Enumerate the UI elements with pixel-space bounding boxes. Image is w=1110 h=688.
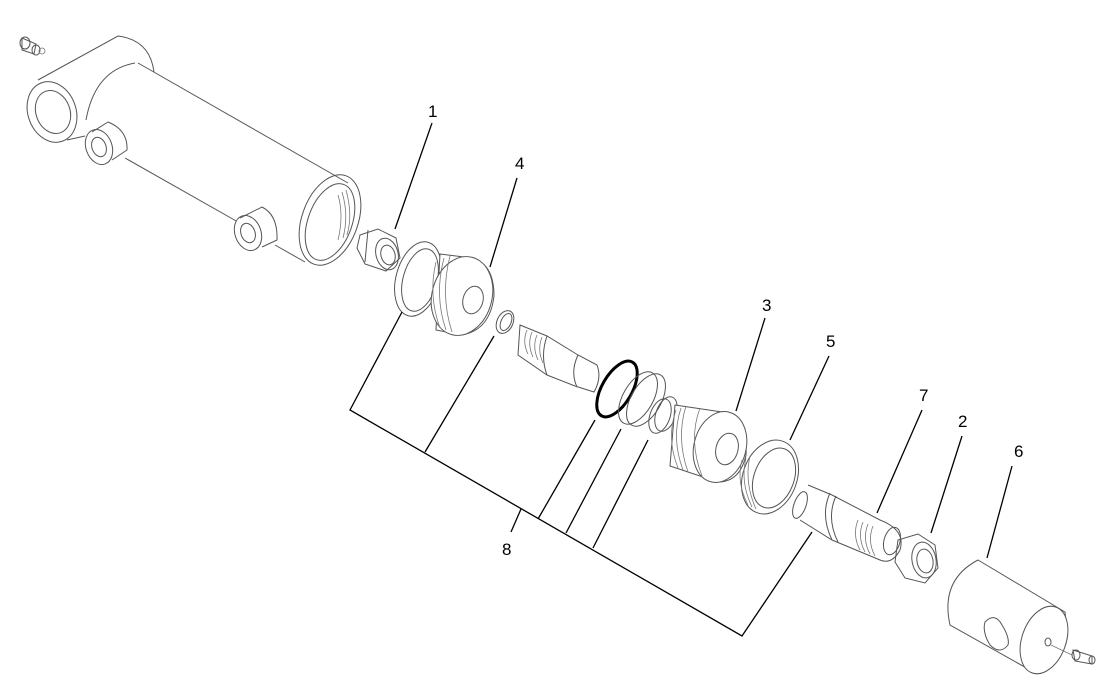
leader-lines [349,122,1013,637]
rod-end-7-icon [792,484,902,562]
wiper-5-icon [739,439,800,515]
callout-7: 7 [919,386,929,405]
jam-nut-1-icon [356,228,401,272]
piston-rod-icon [517,324,600,393]
callout-6: 6 [1014,442,1024,461]
callout-3: 3 [762,296,772,315]
callout-4: 4 [515,154,525,173]
jam-nut-2-icon [894,533,939,584]
grease-fitting-left-icon [19,36,46,56]
callout-2: 2 [958,412,968,431]
cylinder-barrel-icon [26,35,362,266]
piston-4-icon [430,253,495,336]
wear-ring-icon [618,371,666,427]
backup-ring-icon [495,310,515,334]
gland-3-icon [669,404,748,483]
callout-8: 8 [502,540,512,559]
callout-1: 1 [428,102,438,121]
clevis-6-icon [947,559,1069,675]
o-ring-icon [595,359,639,419]
grease-fitting-right-icon [1050,644,1096,665]
callout-5: 5 [826,332,836,351]
